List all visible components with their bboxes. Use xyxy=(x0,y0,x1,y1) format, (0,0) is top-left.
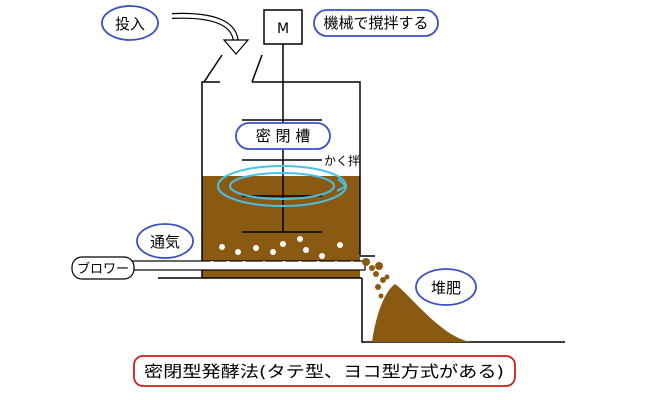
machine-stirring-label: 機械で撹拌する xyxy=(323,14,428,32)
air-bubbles xyxy=(209,236,355,267)
input-hopper xyxy=(203,54,263,83)
circular-arrow-icon xyxy=(217,165,348,207)
tank-label: 密 閉 槽 xyxy=(256,127,311,145)
stirring-label: かく拌 xyxy=(324,153,360,168)
blower-pipe xyxy=(131,260,366,271)
sealed-tank xyxy=(158,81,375,279)
curved-arrow-icon xyxy=(171,12,250,55)
caption: 密閉型発酵法(タテ型、ヨコ型方式がある) xyxy=(133,355,516,387)
machine-stirring-callout: 機械で撹拌する xyxy=(313,9,439,37)
caption-text: 密閉型発酵法(タテ型、ヨコ型方式がある) xyxy=(144,362,504,381)
aeration-label: 通気 xyxy=(150,233,180,251)
compost-label: 堆肥 xyxy=(431,279,461,297)
motor-label: M xyxy=(277,21,289,37)
output-ground xyxy=(361,278,565,343)
compost-pile xyxy=(362,258,470,342)
motor: M xyxy=(263,9,303,45)
blower-box: ブロワー xyxy=(71,256,135,280)
blower-label: ブロワー xyxy=(77,261,129,277)
input-callout: 投入 xyxy=(101,5,159,41)
input-label: 投入 xyxy=(115,15,145,33)
aeration-callout: 通気 xyxy=(136,223,194,259)
agitator xyxy=(242,44,322,233)
tank-callout: 密 閉 槽 xyxy=(235,122,331,150)
compost-callout: 堆肥 xyxy=(415,268,477,306)
